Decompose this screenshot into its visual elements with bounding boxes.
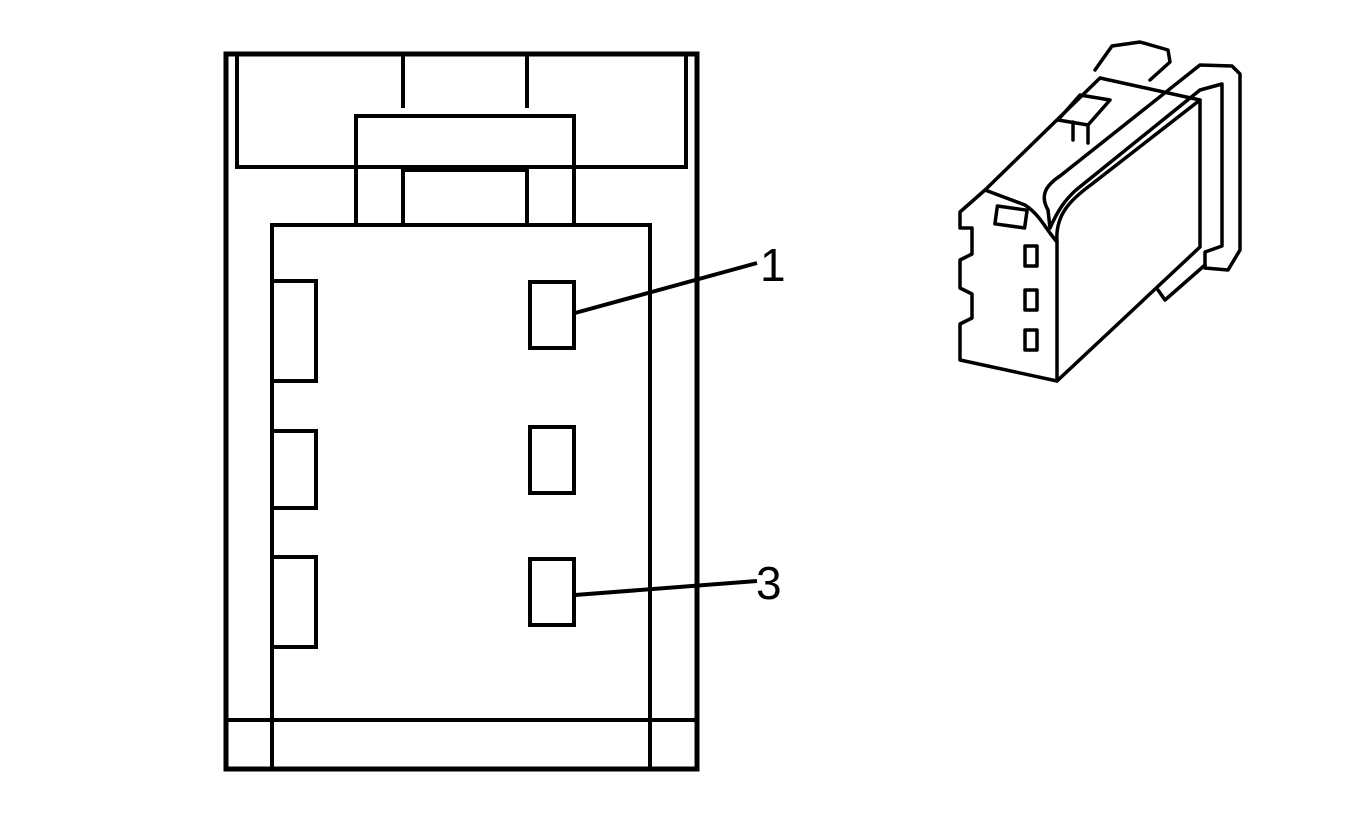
terminal-cavity-3 <box>528 557 576 627</box>
side-key-2 <box>272 429 318 510</box>
housing-outer <box>223 51 700 772</box>
iso-top-tab <box>1056 93 1112 145</box>
leader-line-pin-1 <box>574 261 758 315</box>
iso-face-window <box>993 204 1029 230</box>
iso-face-cavity-3 <box>1023 328 1039 352</box>
iso-front-face <box>958 188 1059 383</box>
latch-bridge-inner <box>401 168 529 224</box>
iso-latch-arm <box>1042 63 1242 272</box>
connector-isometric-view <box>958 40 1242 383</box>
terminal-cavity-1 <box>528 280 576 350</box>
iso-face-cavity-1 <box>1023 244 1039 268</box>
leader-line-pin-3 <box>574 579 758 597</box>
iso-top-face <box>983 76 1202 244</box>
iso-side-face <box>1055 98 1202 383</box>
pin-label-3: 3 <box>756 557 782 609</box>
iso-latch-ridge <box>1093 40 1172 82</box>
connector-face-inner <box>270 223 652 771</box>
latch-top-frame <box>235 54 688 169</box>
side-key-3 <box>272 555 318 649</box>
iso-bottom-lip <box>1156 263 1207 302</box>
iso-face-cavity-2 <box>1023 288 1039 312</box>
terminal-cavity-2 <box>528 425 576 495</box>
connector-face-view: 1 3 <box>223 51 786 772</box>
side-key-1 <box>272 279 318 383</box>
pin-label-1: 1 <box>760 239 786 291</box>
latch-bridge-outer <box>354 114 576 224</box>
